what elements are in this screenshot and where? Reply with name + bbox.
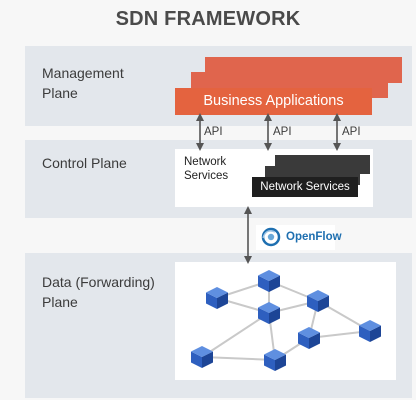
network-switch-node: [258, 302, 280, 324]
diagram-title: SDN FRAMEWORK: [115, 8, 301, 30]
data-plane-label: Data (Forwarding) Plane: [42, 274, 155, 310]
network-link: [201, 356, 276, 361]
openflow-logo-icon: [261, 227, 281, 247]
network-switch-node: [264, 349, 286, 371]
network-switch-node: [191, 346, 213, 368]
control-plane-label: Control Plane: [42, 155, 127, 171]
openflow-label: OpenFlow: [286, 231, 342, 243]
network-switch-node: [359, 320, 381, 342]
network-switch-node: [206, 287, 228, 309]
network-nodes: [191, 270, 381, 371]
network-services-box: Network Services: [252, 177, 358, 197]
api-label-2: API: [273, 126, 292, 138]
network-services-label: Network Services: [184, 156, 229, 182]
business-applications-box: Business Applications: [175, 88, 372, 115]
network-switch-node: [258, 270, 280, 292]
management-plane-label: Management Plane: [42, 65, 124, 101]
network-switch-node: [307, 290, 329, 312]
api-label-3: API: [342, 126, 361, 138]
api-label-1: API: [204, 126, 223, 138]
network-switch-node: [298, 327, 320, 349]
network-link: [201, 312, 270, 358]
